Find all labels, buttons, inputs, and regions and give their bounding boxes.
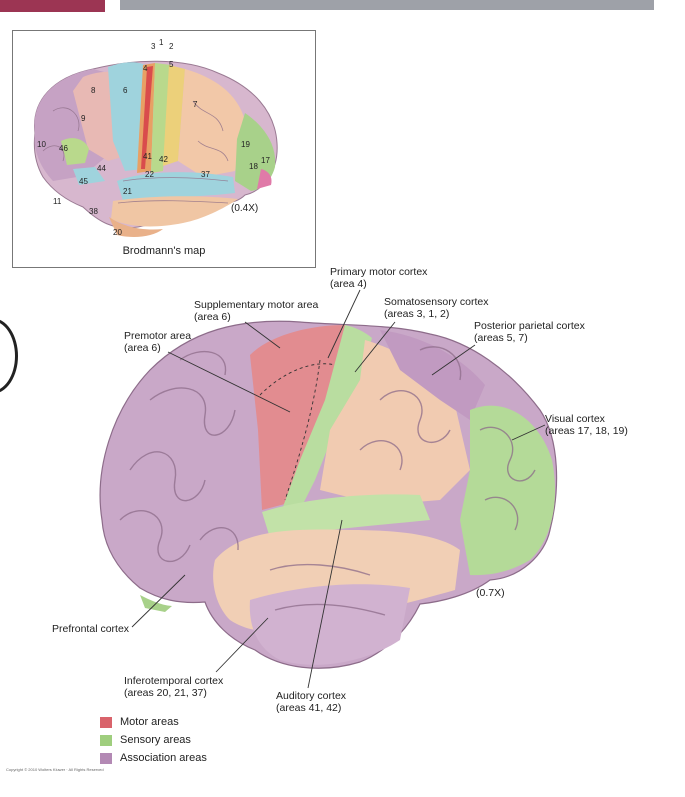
copyright-notice: Copyright © 2010 Wolters Kluwer · All Ri… (6, 767, 104, 772)
inset-area-4: 4 (143, 64, 148, 73)
legend: Motor areas Sensory areas Association ar… (100, 713, 207, 767)
leader-somatosensory (354, 321, 396, 373)
inset-area-19: 19 (241, 140, 250, 149)
inset-area-8: 8 (91, 86, 96, 95)
inset-area-17: 17 (261, 156, 270, 165)
leader-primary-motor (327, 289, 361, 359)
label-inferotemporal: Inferotemporal cortex(areas 20, 21, 37) (124, 675, 224, 699)
inset-area-11: 11 (53, 197, 62, 206)
legend-item-association: Association areas (100, 749, 207, 767)
leader-supplementary (244, 321, 281, 349)
inset-area-46: 46 (59, 144, 68, 153)
inset-area-18: 18 (249, 162, 258, 171)
inset-area-3: 3 (151, 42, 156, 51)
legend-label-sensory: Sensory areas (120, 734, 191, 746)
leader-visual (511, 424, 546, 441)
inset-area-1: 1 (159, 38, 164, 47)
legend-label-association: Association areas (120, 752, 207, 764)
leader-inferotemporal (215, 617, 269, 673)
inset-area-44: 44 (97, 164, 106, 173)
inset-area-6: 6 (123, 86, 128, 95)
legend-swatch-motor (100, 716, 112, 728)
inset-area-37: 37 (201, 170, 210, 179)
inset-area-41: 41 (143, 152, 152, 161)
header-bar (120, 0, 654, 10)
auditory-region (262, 494, 430, 538)
inset-area-10: 10 (37, 140, 46, 149)
inset-area-21: 21 (123, 187, 132, 196)
label-visual-cortex: Visual cortex(areas 17, 18, 19) (545, 413, 628, 437)
inset-area-2: 2 (169, 42, 174, 51)
brodmann-inset: 3 1 2 4 5 6 7 8 9 10 46 45 44 41 42 22 2… (12, 30, 316, 268)
inset-caption: Brodmann's map (122, 245, 206, 257)
inset-area-9: 9 (81, 114, 86, 123)
label-primary-motor: Primary motor cortex(area 4) (330, 266, 428, 290)
header-accent-bar (0, 0, 105, 12)
legend-swatch-sensory (100, 734, 112, 746)
motor-area-region (250, 325, 348, 510)
legend-item-motor: Motor areas (100, 713, 207, 731)
legend-swatch-association (100, 752, 112, 764)
label-somatosensory: Somatosensory cortex(areas 3, 1, 2) (384, 296, 489, 320)
inset-area-42: 42 (159, 155, 168, 164)
brodmann-brain-figure: 3 1 2 4 5 6 7 8 9 10 46 45 44 41 42 22 2… (33, 38, 278, 237)
inset-area-20: 20 (113, 228, 122, 237)
label-auditory: Auditory cortex(areas 41, 42) (276, 690, 347, 714)
label-premotor: Premotor area(area 6) (124, 330, 192, 354)
inset-scale: (0.4X) (231, 203, 258, 214)
inset-area-22: 22 (145, 170, 154, 179)
inset-area-7: 7 (193, 100, 198, 109)
inset-area-38: 38 (89, 207, 98, 216)
label-posterior-parietal: Posterior parietal cortex(areas 5, 7) (474, 320, 585, 344)
main-scale: (0.7X) (476, 587, 505, 599)
visual-cortex-region (460, 405, 556, 576)
inset-area-45: 45 (79, 177, 88, 186)
leader-premotor (167, 351, 291, 413)
label-supplementary-motor: Supplementary motor area(area 6) (194, 299, 319, 323)
label-prefrontal: Prefrontal cortex (52, 623, 130, 635)
legend-label-motor: Motor areas (120, 716, 179, 728)
legend-item-sensory: Sensory areas (100, 731, 207, 749)
leader-prefrontal (131, 574, 186, 628)
somatosensory-region (280, 325, 372, 520)
inset-area-5: 5 (169, 60, 174, 69)
leader-posterior-parietal (431, 344, 476, 376)
leader-auditory (307, 519, 343, 689)
